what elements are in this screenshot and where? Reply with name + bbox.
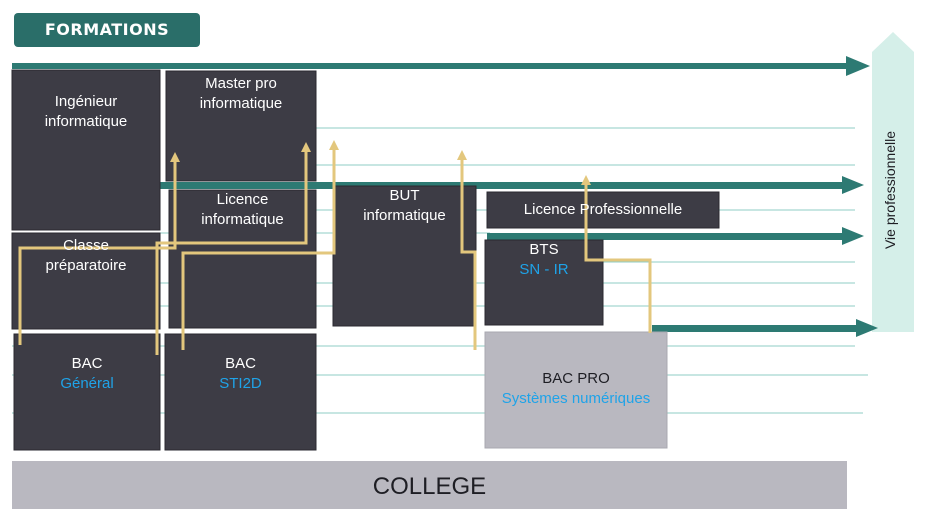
master-line2: informatique (199, 95, 283, 112)
teal-arrows (12, 56, 878, 337)
master-line1: Master pro (205, 75, 277, 92)
vie-pro-arrow-shape (872, 32, 914, 332)
bac-pro-title: BAC PRO (542, 370, 610, 387)
box-ingenieur-informatique: Ingénieur informatique (12, 70, 160, 230)
licence-line1: Licence (216, 191, 269, 208)
arrow-bts-head (842, 227, 864, 245)
box-bac-pro: BAC PRO Systèmes numériques (485, 332, 667, 448)
arrow-bts-shaft (487, 233, 844, 240)
bac-pro-subtitle: Systèmes numériques (501, 390, 651, 407)
orientation-arrowheads (170, 140, 591, 185)
box-bac-sti2d: BAC STI2D (165, 334, 316, 450)
bac-sti2d-subtitle: STI2D (219, 375, 262, 392)
arrow-licence-head (842, 176, 864, 194)
box-classe-preparatoire: Classe préparatoire (12, 233, 160, 329)
arrow-top-head (846, 56, 870, 76)
orientation-paths (18, 148, 652, 355)
bts-title: BTS (529, 241, 559, 258)
arrow-top-shaft (12, 63, 848, 69)
arrow-bacpro-shaft (652, 325, 858, 332)
bts-subtitle: SN - IR (519, 261, 569, 278)
bac-general-subtitle: Général (60, 375, 114, 392)
college-bar: COLLEGE (12, 461, 847, 509)
classe-prepa-line1: Classe (63, 237, 109, 254)
licence-line2: informatique (201, 211, 284, 228)
but-line2: informatique (363, 207, 446, 224)
arrow-licence-shaft (160, 182, 844, 189)
box-bac-general: BAC Général (14, 334, 160, 450)
classe-prepa-line2: préparatoire (45, 257, 127, 274)
box-shapes (11, 69, 720, 451)
box-licence-informatique: Licence informatique (169, 190, 316, 328)
box-bts: BTS SN - IR (485, 240, 603, 325)
box-licence-professionnelle: Licence Professionnelle (487, 192, 719, 228)
licence-pro-label: Licence Professionnelle (523, 201, 683, 218)
ingenieur-line2: informatique (44, 113, 128, 130)
arrow-bacpro-head (856, 319, 878, 337)
vie-professionnelle-label: Vie professionnelle (882, 130, 898, 250)
but-line1: BUT (389, 187, 420, 204)
formations-header: FORMATIONS (14, 13, 200, 47)
box-but-informatique: BUT informatique (333, 186, 476, 326)
ingenieur-line1: Ingénieur (54, 93, 118, 110)
bac-general-title: BAC (71, 355, 103, 372)
bac-sti2d-title: BAC (225, 355, 256, 372)
box-master-pro: Master pro informatique (166, 71, 316, 181)
